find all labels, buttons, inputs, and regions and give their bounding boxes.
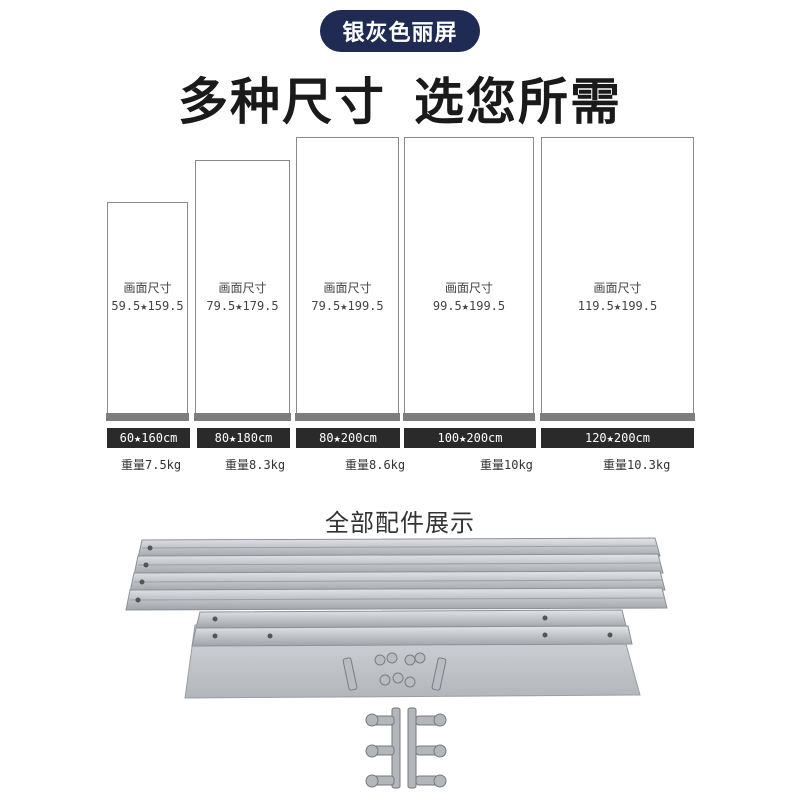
dimension-bar: 80★200cm bbox=[296, 428, 400, 448]
color-badge: 银灰色丽屏 bbox=[320, 10, 480, 52]
picture-label: 画面尺寸 bbox=[218, 281, 267, 295]
weight-label: 重量10.3kg bbox=[603, 458, 671, 472]
picture-size: 79.5★199.5 bbox=[311, 299, 384, 313]
dimension-bar: 60★160cm bbox=[107, 428, 190, 448]
screen-panel-100x200: 画面尺寸 99.5★199.5 bbox=[403, 137, 535, 421]
page-headline: 多种尺寸选您所需 bbox=[0, 62, 800, 134]
screen-panel-80x180: 画面尺寸 79.5★179.5 bbox=[194, 160, 291, 421]
panel-base bbox=[295, 413, 400, 421]
weight-label: 重量8.6kg bbox=[345, 458, 406, 472]
bracket-icon bbox=[365, 707, 447, 789]
panel-base bbox=[540, 413, 695, 421]
picture-size: 79.5★179.5 bbox=[206, 299, 279, 313]
panel-base bbox=[106, 413, 189, 421]
picture-label: 画面尺寸 bbox=[123, 281, 172, 295]
picture-label: 画面尺寸 bbox=[444, 281, 493, 295]
picture-label: 画面尺寸 bbox=[593, 281, 642, 295]
aluminum-rail-icon bbox=[133, 553, 664, 576]
weight-label: 重量10kg bbox=[480, 458, 533, 472]
screen-panel-60x160: 画面尺寸 59.5★159.5 bbox=[106, 202, 189, 421]
aluminum-rail-icon bbox=[137, 537, 661, 559]
dimension-bar: 120★200cm bbox=[541, 428, 694, 448]
picture-label: 画面尺寸 bbox=[323, 281, 372, 295]
weight-label: 重量7.5kg bbox=[121, 458, 182, 472]
aluminum-rail-icon bbox=[129, 570, 666, 593]
picture-size: 119.5★199.5 bbox=[577, 299, 658, 313]
aluminum-rail-icon bbox=[191, 625, 633, 647]
screen-panel-80x200: 画面尺寸 79.5★199.5 bbox=[295, 137, 400, 421]
headline-part-2: 选您所需 bbox=[414, 73, 622, 131]
picture-size: 59.5★159.5 bbox=[111, 299, 184, 313]
accessories-photo bbox=[125, 537, 668, 789]
panel-base bbox=[403, 413, 535, 421]
picture-size: 99.5★199.5 bbox=[432, 299, 506, 313]
bolt-icon bbox=[342, 652, 447, 691]
aluminum-rail-icon bbox=[125, 587, 668, 611]
panel-base bbox=[194, 413, 291, 421]
aluminum-rail-icon bbox=[195, 609, 627, 629]
dimension-bar: 80★180cm bbox=[197, 428, 290, 448]
accessories-title: 全部配件展示 bbox=[325, 509, 475, 537]
headline-part-1: 多种尺寸 bbox=[178, 73, 386, 131]
weight-label: 重量8.3kg bbox=[225, 458, 286, 472]
screen-panel-120x200: 画面尺寸 119.5★199.5 bbox=[540, 137, 695, 421]
dimension-bar: 100★200cm bbox=[404, 428, 536, 448]
